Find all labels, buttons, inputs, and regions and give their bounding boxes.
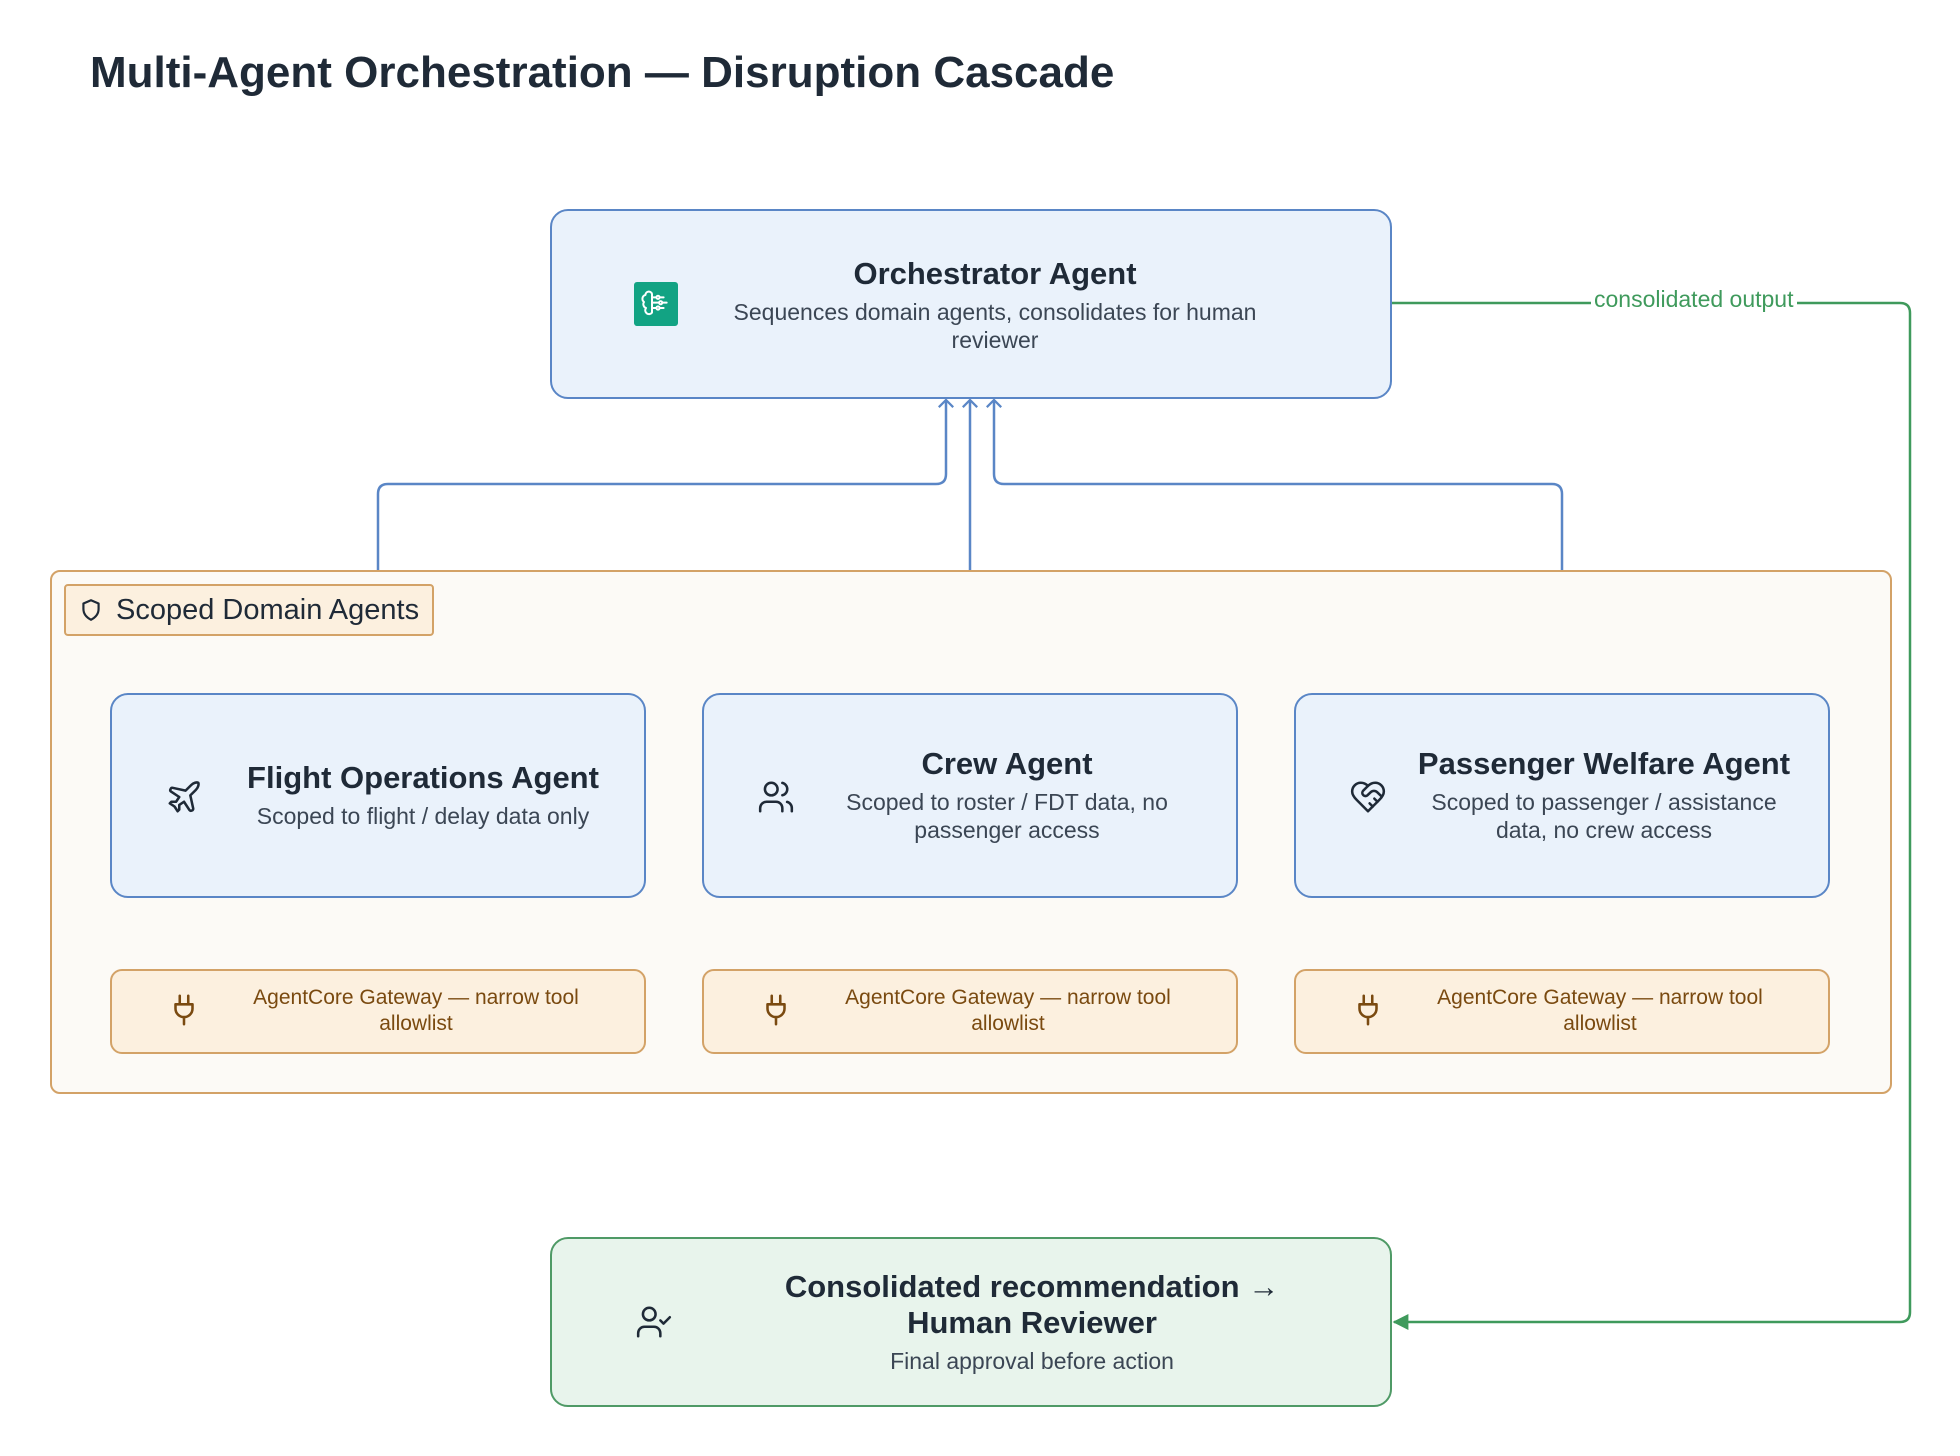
plug-icon [756, 990, 796, 1030]
passenger-welfare-text: Passenger Welfare Agent Scoped to passen… [1414, 725, 1794, 865]
gateway-crew[interactable] [702, 969, 1238, 1054]
users-icon [754, 775, 798, 819]
crew-agent-node[interactable] [702, 693, 1238, 898]
human-reviewer-title: Consolidated recommendation → Human Revi… [784, 1269, 1280, 1340]
user-check-icon [632, 1300, 676, 1344]
flight-operations-text: Flight Operations Agent Scoped to flight… [230, 725, 616, 865]
flight-operations-title: Flight Operations Agent [247, 760, 599, 795]
human-reviewer-subtitle: Final approval before action [890, 1348, 1174, 1374]
edge-orchestrator-flight-ops [370, 398, 954, 694]
orchestrator-agent-node[interactable] [550, 209, 1392, 399]
flight-operations-agent-node[interactable] [110, 693, 646, 898]
heart-handshake-icon [1346, 775, 1390, 819]
human-reviewer-text: Consolidated recommendation → Human Revi… [732, 1262, 1332, 1382]
shield-icon [78, 597, 104, 623]
brain-chip-icon [634, 282, 678, 326]
crew-title: Crew Agent [921, 746, 1093, 781]
crew-text: Crew Agent Scoped to roster / FDT data, … [822, 725, 1192, 865]
gateway-passenger-welfare[interactable] [1294, 969, 1830, 1054]
orchestrator-title: Orchestrator Agent [853, 256, 1137, 291]
flight-operations-subtitle: Scoped to flight / delay data only [256, 803, 590, 829]
edge-consolidated-output [1391, 301, 1912, 1330]
scoped-domain-agents-label: Scoped Domain Agents [116, 593, 420, 626]
consolidated-output-label: consolidated output [1591, 286, 1797, 313]
plug-icon [1348, 990, 1388, 1030]
scoped-domain-agents-tag: Scoped Domain Agents [64, 584, 434, 636]
crew-subtitle: Scoped to roster / FDT data, no passenge… [846, 789, 1168, 843]
passenger-welfare-title: Passenger Welfare Agent [1417, 746, 1791, 781]
diagram-title: Multi-Agent Orchestration — Disruption C… [90, 48, 1115, 97]
orchestrator-text: Orchestrator Agent Sequences domain agen… [720, 240, 1270, 370]
gateway-crew-label: AgentCore Gateway — narrow tool allowlis… [845, 986, 1171, 1035]
passenger-welfare-subtitle: Scoped to passenger / assistance data, n… [1431, 789, 1777, 843]
plug-icon [164, 990, 204, 1030]
gateway-flight-operations[interactable] [110, 969, 646, 1054]
edge-orchestrator-passenger [986, 398, 1570, 694]
gateway-flight-operations-label: AgentCore Gateway — narrow tool allowlis… [253, 986, 579, 1035]
orchestrator-subtitle: Sequences domain agents, consolidates fo… [733, 299, 1257, 353]
human-reviewer-node[interactable] [550, 1237, 1392, 1407]
gateway-passenger-welfare-label: AgentCore Gateway — narrow tool allowlis… [1437, 986, 1763, 1035]
plane-icon [162, 775, 206, 819]
